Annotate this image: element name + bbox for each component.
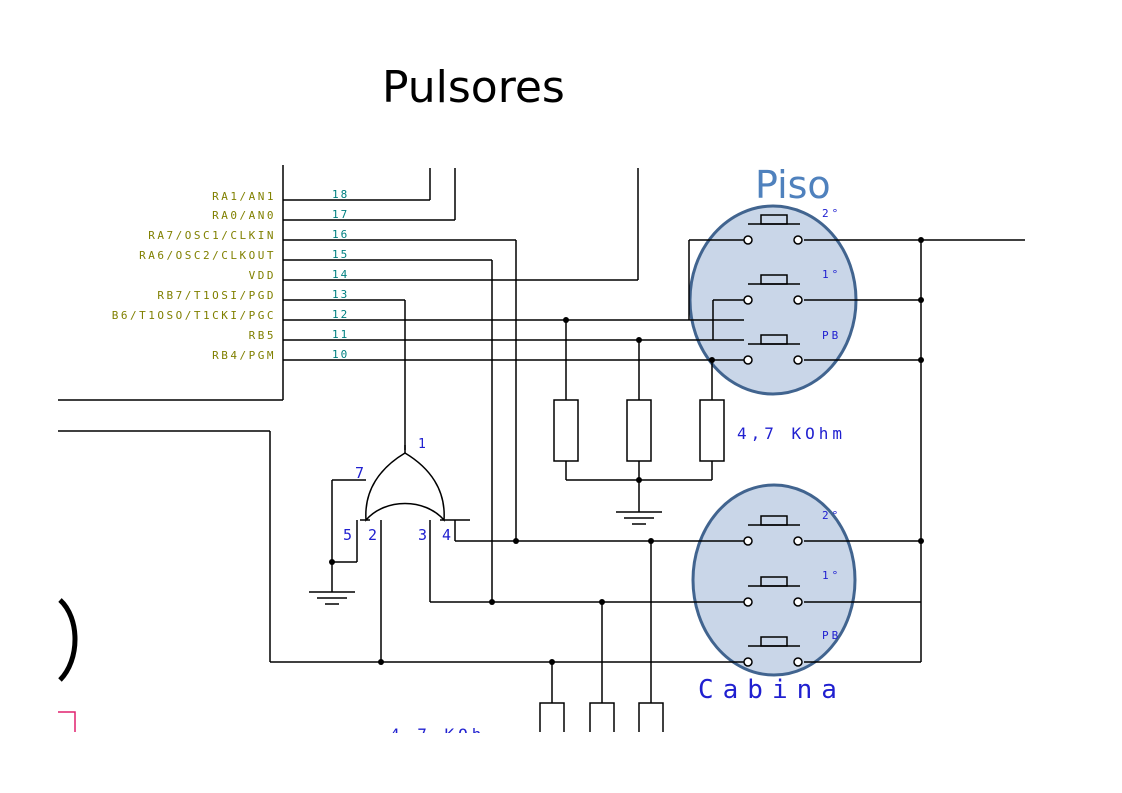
pin-label: RB4/PGM xyxy=(212,349,276,362)
cabina-push-buttons xyxy=(743,515,803,667)
mcu-pin-labels: RA1/AN1 RA0/AN0 RA7/OSC1/CLKIN RA6/OSC2/… xyxy=(112,190,276,362)
pin-label: RB7/T1OSI/PGD xyxy=(157,289,276,302)
resistor xyxy=(626,399,652,462)
wires xyxy=(58,165,1025,703)
gate-pin-2: 2 xyxy=(368,526,377,544)
pin-number: 14 xyxy=(332,268,349,281)
pin-number: 10 xyxy=(332,348,349,361)
pin-label: B6/T1OSO/T1CKI/PGC xyxy=(112,309,276,322)
resistor xyxy=(553,399,579,462)
gate-pin-3: 3 xyxy=(418,526,427,544)
mcu-pin-numbers: 18 17 16 15 14 13 12 11 10 xyxy=(332,188,349,361)
gate-pin-numbers: 1 7 5 2 3 4 xyxy=(343,437,451,544)
pin-label: RA6/OSC2/CLKOUT xyxy=(139,249,276,262)
pin-number: 12 xyxy=(332,308,349,321)
pin-label: RA0/AN0 xyxy=(212,209,276,222)
pin-label: RA1/AN1 xyxy=(212,190,276,203)
pin-number: 11 xyxy=(332,328,349,341)
pin-number: 18 xyxy=(332,188,349,201)
resistor-value-label: 4,7 KOhm xyxy=(737,424,846,443)
resistor xyxy=(699,399,725,462)
pin-number: 15 xyxy=(332,248,349,261)
cabina-label-2: 2° xyxy=(822,509,841,522)
floor-labels: 2° 1° PB 2° 1° PB xyxy=(822,207,841,642)
slide-title: Pulsores xyxy=(382,62,565,113)
gate-pin-1: 1 xyxy=(418,437,426,452)
pin-number: 16 xyxy=(332,228,349,241)
or-gate xyxy=(360,445,470,522)
cabina-label: Cabina xyxy=(698,675,846,705)
ground-icon xyxy=(616,511,662,525)
piso-label-2: 2° xyxy=(822,207,841,220)
gate-pin-4: 4 xyxy=(442,526,451,544)
gate-pin-5: 5 xyxy=(343,526,352,544)
piso-label: Piso xyxy=(755,163,831,207)
cabina-highlight-ellipse xyxy=(691,483,857,677)
gate-pin-7: 7 xyxy=(355,464,364,482)
piso-push-buttons xyxy=(743,214,803,365)
piso-resistors xyxy=(553,399,725,462)
pin-label: RA7/OSC1/CLKIN xyxy=(148,229,276,242)
piso-label-pb: PB xyxy=(822,329,841,342)
pin-label: RB5 xyxy=(249,329,276,342)
clipped-component-arc xyxy=(58,598,78,682)
piso-label-1: 1° xyxy=(822,268,841,281)
cabina-label-1: 1° xyxy=(822,569,841,582)
pin-number: 17 xyxy=(332,208,349,221)
pin-number: 13 xyxy=(332,288,349,301)
pin-label: VDD xyxy=(249,269,276,282)
cabina-label-pb: PB xyxy=(822,629,841,642)
clipped-component-outline xyxy=(58,711,76,732)
ground-icon xyxy=(309,586,355,605)
junction-dots xyxy=(329,237,924,665)
